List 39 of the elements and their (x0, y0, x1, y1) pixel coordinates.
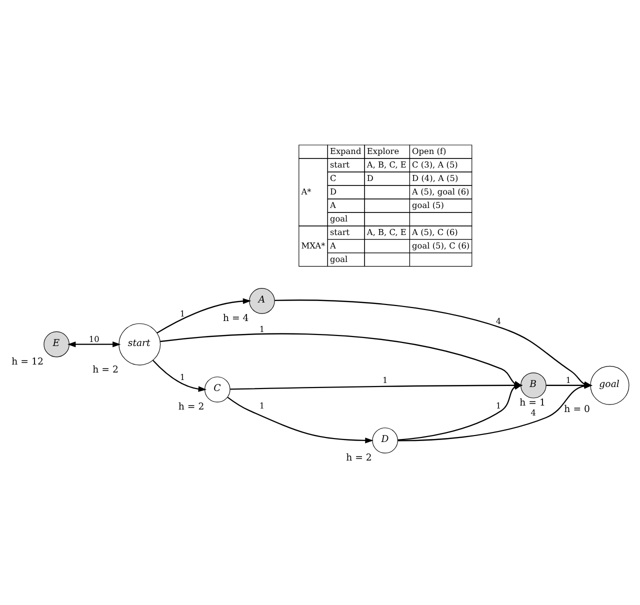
node-label: h = 1 (520, 396, 546, 408)
label: goal (5) (412, 199, 444, 210)
label: Expand (330, 145, 362, 156)
edge-label: 1 (180, 372, 186, 382)
label: start (330, 226, 350, 236)
edge-label: 4 (496, 315, 502, 326)
label: D (4), A (5) (412, 172, 458, 182)
label: goal (330, 253, 348, 264)
label: A, B, C, E (366, 158, 406, 169)
edge-label: 10 (88, 334, 100, 344)
label: A* (301, 186, 312, 196)
node-label: h = 2 (346, 452, 372, 464)
label: C (3), A (5) (412, 158, 458, 169)
label: A (330, 240, 336, 250)
node-label: h = 12 (12, 356, 44, 367)
edge-label: 1 (259, 324, 265, 334)
edge-label: 1 (496, 400, 502, 410)
edge-label: 1 (566, 374, 571, 385)
label: A (5), goal (6) (412, 186, 470, 196)
label: D (330, 186, 337, 196)
label: C (330, 172, 336, 182)
label: Explore (366, 145, 400, 156)
node-label: h = 2 (178, 401, 204, 412)
edge-label: 1 (259, 400, 265, 410)
node-label: h = 0 (564, 404, 590, 415)
label: MXA* (301, 240, 326, 250)
label: A (330, 199, 336, 210)
label: Open (f) (412, 145, 446, 156)
label: A (5), C (6) (412, 226, 458, 236)
edge-label: 1 (180, 308, 186, 318)
label: start (330, 158, 350, 169)
node-label: h = 4 (222, 312, 249, 324)
label: D (366, 172, 374, 182)
label: A, B, C, E (366, 226, 406, 236)
label: goal (330, 212, 348, 223)
edge-label: 1 (382, 374, 388, 385)
node-label: h = 2 (92, 364, 118, 375)
edge-label: 4 (530, 406, 536, 417)
label: goal (5), C (6) (412, 240, 470, 250)
